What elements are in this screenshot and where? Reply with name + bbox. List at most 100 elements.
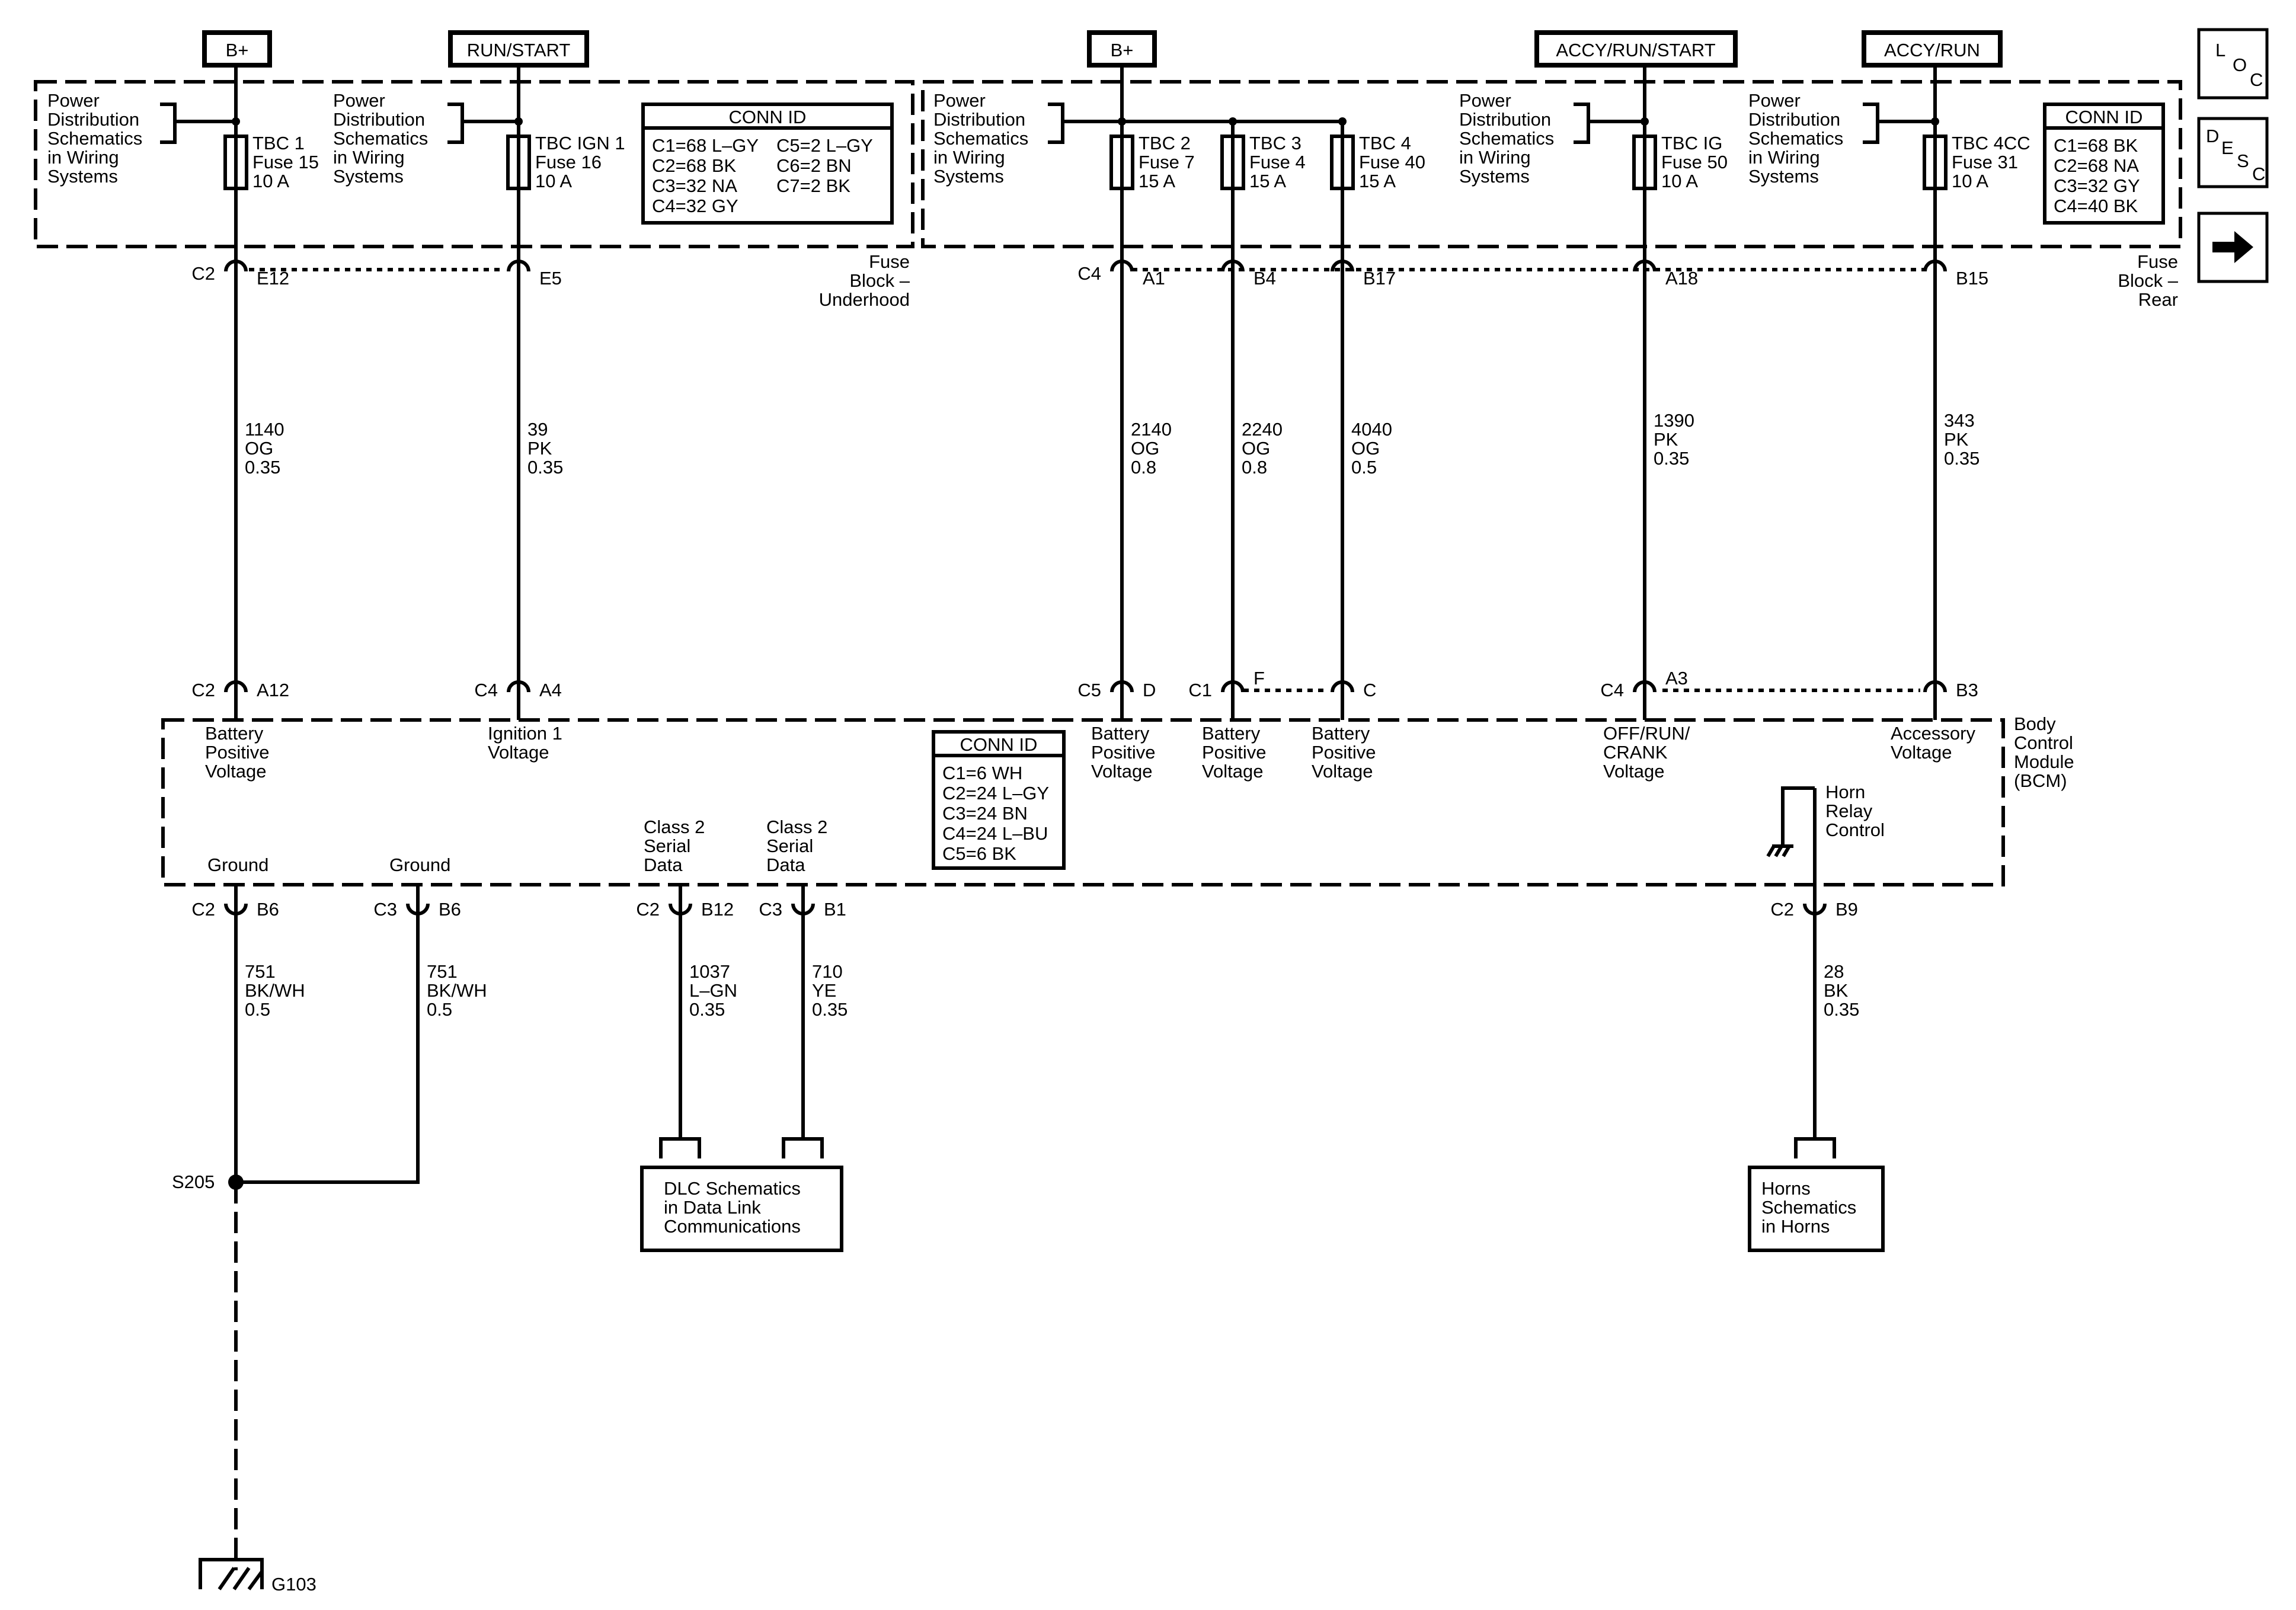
wire-gauge: 0.8	[1242, 457, 1267, 478]
svg-text:in Wiring: in Wiring	[933, 147, 1005, 168]
desc-button[interactable]: D E S C	[2197, 117, 2269, 188]
bcm-input-text: OFF/RUN/	[1603, 723, 1690, 744]
horn-relay-label: Horn Relay Control	[1825, 782, 1885, 840]
horns-schematics-ref[interactable]: Horns Schematics in Horns	[1748, 1166, 1885, 1252]
svg-text:C2=24 L–GY: C2=24 L–GY	[942, 783, 1049, 804]
fuse-block-underhood: Power Distribution Schematics in Wiring …	[34, 80, 914, 310]
wire-color: YE	[812, 980, 836, 1001]
conn-id-rear: CONN ID C1=68 BK C2=68 NA C3=32 GY C4=40…	[2043, 103, 2165, 225]
junction-dot	[514, 117, 523, 126]
fuse-label: Fuse 15	[252, 152, 319, 172]
svg-text:in Horns: in Horns	[1761, 1216, 1830, 1237]
conn-id-underhood: CONN ID C1=68 L–GY C5=2 L–GY C2=68 BK C6…	[641, 103, 894, 225]
wire-circuit: 343	[1944, 410, 1975, 431]
svg-text:C3=32 NA: C3=32 NA	[652, 175, 737, 196]
svg-text:Control: Control	[1825, 820, 1885, 840]
svg-text:Module: Module	[2014, 751, 2074, 772]
ground-icon	[199, 1558, 264, 1590]
svg-text:Distribution: Distribution	[333, 109, 425, 130]
svg-text:Horn: Horn	[1825, 782, 1865, 802]
svg-text:C1=6 WH: C1=6 WH	[942, 763, 1022, 783]
pin-id: B6	[439, 899, 461, 920]
source-bplus-right: B+	[1087, 30, 1157, 68]
desc-letter-e: E	[2221, 137, 2234, 158]
desc-letter-d: D	[2206, 126, 2219, 146]
bcm-input-text: Voltage	[1202, 761, 1263, 782]
fuse-label: TBC 3	[1249, 133, 1302, 153]
desc-letter-s: S	[2237, 151, 2249, 171]
loc-button[interactable]: L O C	[2197, 28, 2269, 100]
wire-circuit: 710	[812, 961, 843, 982]
fuse-label: 10 A	[1661, 171, 1698, 191]
bcm-input-text: Positive	[1091, 742, 1156, 763]
wire-gauge: 0.8	[1131, 457, 1156, 478]
svg-text:Schematics: Schematics	[933, 128, 1028, 149]
junction-dot	[1641, 117, 1649, 126]
junction-dot	[1931, 117, 1939, 126]
svg-text:Distribution: Distribution	[933, 109, 1025, 130]
bcm-input-text: Voltage	[1312, 761, 1373, 782]
bcm-output-text: Serial	[644, 836, 690, 856]
fuse-label: TBC 4CC	[1952, 133, 2030, 153]
svg-text:Relay: Relay	[1825, 801, 1873, 821]
connector-id: C2	[191, 899, 215, 920]
connector-id: C2	[191, 263, 215, 284]
next-page-button[interactable]	[2197, 212, 2269, 283]
fuse-label: TBC 2	[1139, 133, 1191, 153]
connector-pin-icon	[669, 903, 692, 916]
bcm-input-text: Battery	[1312, 723, 1370, 744]
wire-gauge: 0.5	[245, 999, 270, 1020]
connector-pin-icon	[1331, 680, 1354, 693]
source-bplus-right-label: B+	[1111, 40, 1134, 60]
wire-circuit: 751	[427, 961, 458, 982]
svg-text:C2=68 BK: C2=68 BK	[652, 155, 737, 176]
fuse-block-rear-label: Fuse Block – Rear	[2118, 251, 2178, 310]
fuse-block-underhood-label: Fuse Block – Underhood	[819, 251, 910, 310]
fuse-label: TBC 4	[1359, 133, 1411, 153]
svg-text:C7=2 BK: C7=2 BK	[776, 175, 850, 196]
svg-text:C6=2 BN: C6=2 BN	[776, 155, 852, 176]
bcm-input-text: Voltage	[1091, 761, 1152, 782]
source-bplus-left-label: B+	[226, 40, 249, 60]
connector-pin-icon	[406, 903, 430, 916]
body-control-module: Body Control Module (BCM) CONN ID C1=6 W…	[161, 713, 2074, 901]
wire-color: PK	[527, 438, 552, 459]
svg-text:Schematics: Schematics	[1459, 128, 1554, 149]
svg-text:Schematics: Schematics	[333, 128, 428, 149]
fuse-label: 15 A	[1359, 171, 1396, 191]
bcm-input-text: Ignition 1	[488, 723, 562, 744]
dlc-schematics-ref[interactable]: DLC Schematics in Data Link Communicatio…	[640, 1166, 843, 1252]
svg-text:Systems: Systems	[333, 166, 404, 187]
svg-text:Distribution: Distribution	[1748, 109, 1840, 130]
svg-text:in Wiring: in Wiring	[1459, 147, 1531, 168]
ground-g103-label: G103	[271, 1574, 316, 1595]
power-dist-ref-4: Power Distribution Schematics in Wiring …	[1459, 90, 1645, 187]
fuse-label: Fuse 31	[1952, 152, 2018, 172]
wire-gauge: 0.35	[527, 457, 563, 478]
junction-dot	[232, 117, 240, 126]
svg-text:CONN ID: CONN ID	[729, 107, 807, 127]
svg-text:C4=32 GY: C4=32 GY	[652, 196, 738, 216]
connector-pin-icon	[507, 260, 530, 272]
connector-pin-icon	[224, 680, 248, 693]
wire-circuit: 751	[245, 961, 276, 982]
connector-id: C1	[1188, 680, 1212, 700]
splice-s205-dot	[228, 1174, 244, 1190]
wire-color: BK	[1824, 980, 1849, 1001]
wire-circuit: 4040	[1351, 419, 1392, 440]
dlc-connector-2-icon	[782, 1137, 824, 1158]
connector-id: C2	[636, 899, 660, 920]
fuse-label: 10 A	[1952, 171, 1988, 191]
wire-circuit: 2140	[1131, 419, 1172, 440]
